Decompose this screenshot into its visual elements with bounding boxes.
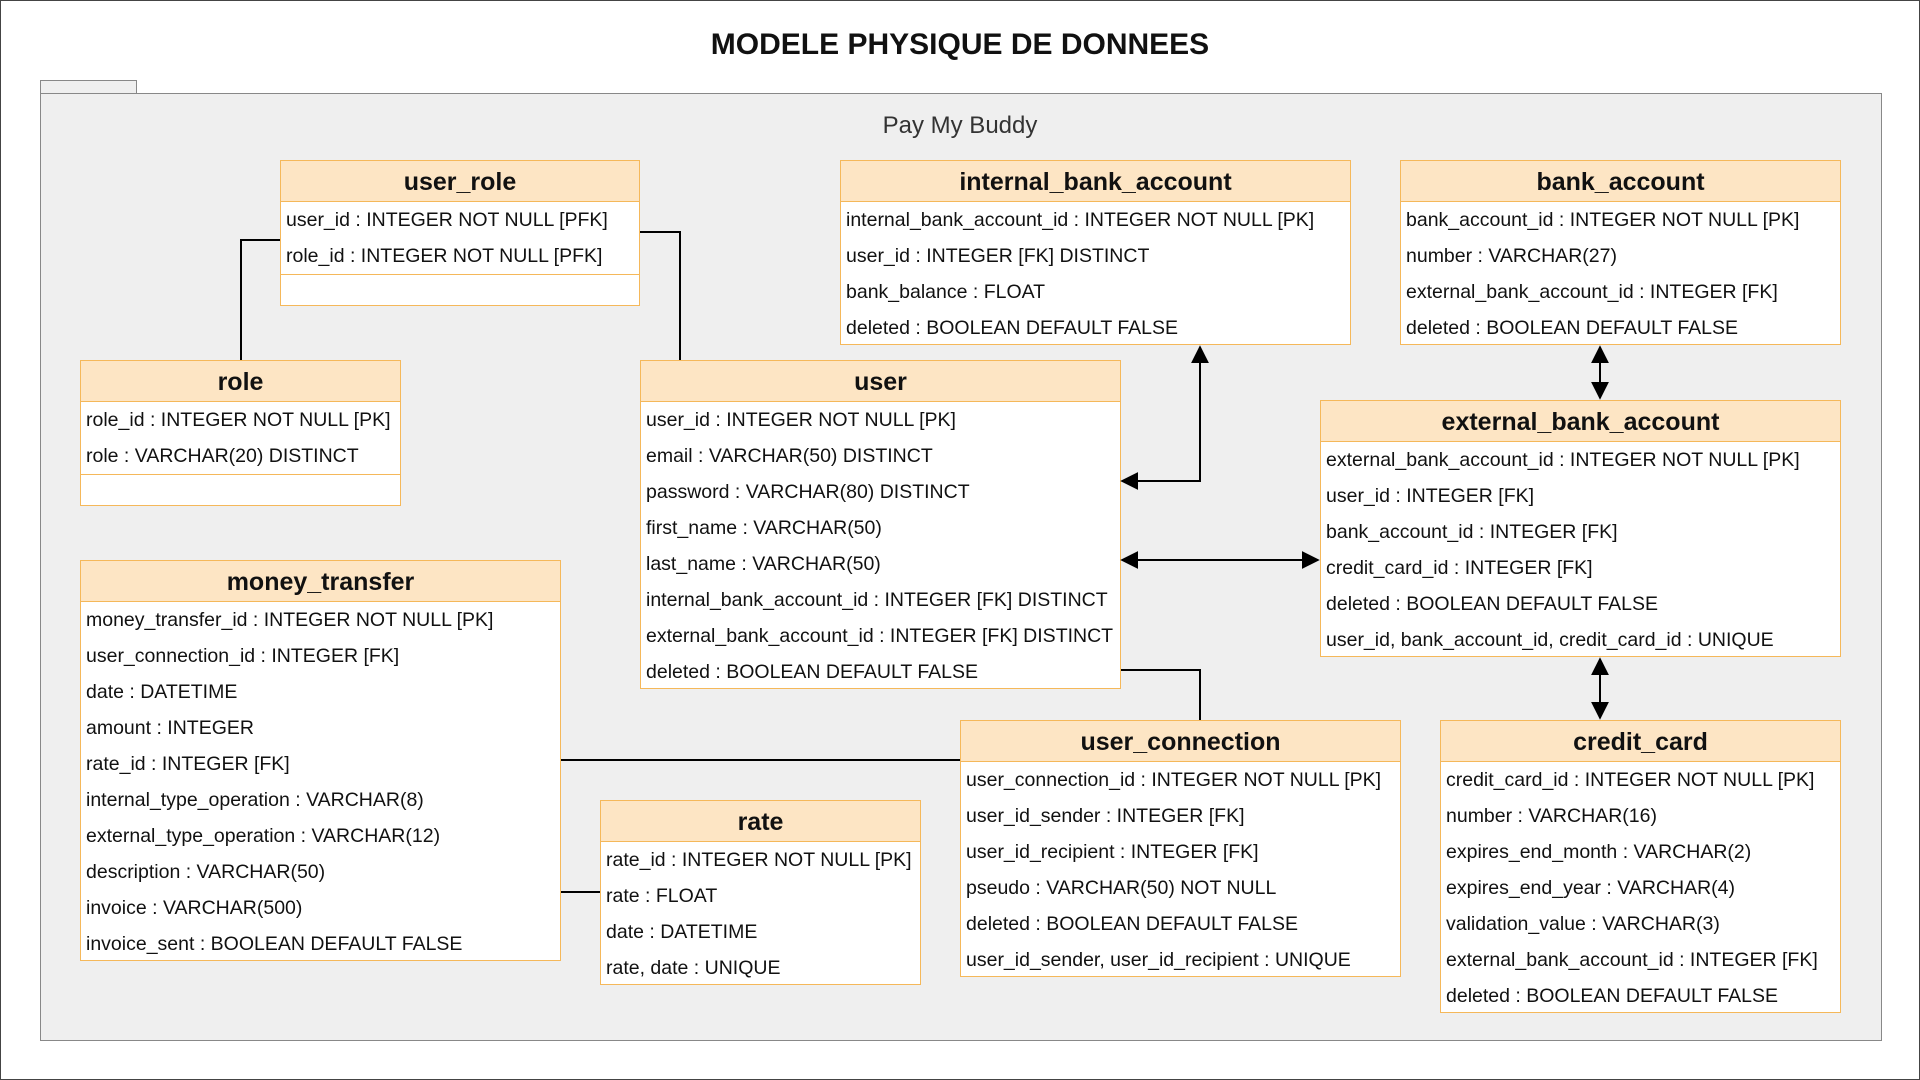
table-header: money_transfer [81,561,560,602]
table-field: rate_id : INTEGER [FK] [86,753,290,775]
table-field: deleted : BOOLEAN DEFAULT FALSE [646,661,979,683]
table-field: rate, date : UNIQUE [606,957,781,979]
table-field: number : VARCHAR(27) [1406,245,1617,267]
table-field: amount : INTEGER [86,717,254,739]
table-field: deleted : BOOLEAN DEFAULT FALSE [1446,985,1779,1007]
table-field: money_transfer_id : INTEGER NOT NULL [PK… [86,609,494,631]
table-field: bank_account_id : INTEGER [FK] [1326,521,1618,543]
table-field: user_id_sender : INTEGER [FK] [966,805,1245,827]
table-field: internal_bank_account_id : INTEGER [FK] … [646,589,1108,611]
table-money-transfer[interactable]: money_transfer money_transfer_id : INTEG… [80,560,561,961]
table-field: invoice : VARCHAR(500) [86,897,303,919]
table-field: first_name : VARCHAR(50) [646,517,882,539]
table-field: user_id_sender, user_id_recipient : UNIQ… [966,949,1351,971]
table-field: credit_card_id : INTEGER NOT NULL [PK] [1446,769,1815,791]
table-header: internal_bank_account [841,161,1350,202]
link-user-role-to-role [240,239,280,360]
table-field: last_name : VARCHAR(50) [646,553,881,575]
table-field: internal_bank_account_id : INTEGER NOT N… [846,209,1315,231]
table-field: user_id : INTEGER NOT NULL [PK] [646,409,956,431]
table-field: user_id : INTEGER [FK] [1326,485,1535,507]
package-name: Pay My Buddy [882,112,1038,139]
table-field: pseudo : VARCHAR(50) NOT NULL [966,877,1277,899]
table-header: rate [601,801,920,842]
table-field: external_type_operation : VARCHAR(12) [86,825,441,847]
table-field: rate_id : INTEGER NOT NULL [PK] [606,849,912,871]
table-field: number : VARCHAR(16) [1446,805,1657,827]
table-user-role[interactable]: user_role user_id : INTEGER NOT NULL [PF… [280,160,640,306]
table-field: validation_value : VARCHAR(3) [1446,913,1720,935]
table-header: credit_card [1441,721,1840,762]
table-separator [81,474,400,503]
table-credit-card[interactable]: credit_card credit_card_id : INTEGER NOT… [1440,720,1841,1013]
table-field: invoice_sent : BOOLEAN DEFAULT FALSE [86,933,463,955]
table-field: bank_balance : FLOAT [846,281,1046,303]
table-field: deleted : BOOLEAN DEFAULT FALSE [1406,317,1739,339]
table-separator [281,274,639,303]
table-header: role [81,361,400,402]
table-user-connection[interactable]: user_connection user_connection_id : INT… [960,720,1401,977]
table-field: expires_end_month : VARCHAR(2) [1446,841,1752,863]
table-field: external_bank_account_id : INTEGER [FK] [1446,949,1818,971]
table-header: bank_account [1401,161,1840,202]
table-header: user_role [281,161,639,202]
table-field: user_id_recipient : INTEGER [FK] [966,841,1259,863]
table-field: expires_end_year : VARCHAR(4) [1446,877,1736,899]
diagram-title: MODELE PHYSIQUE DE DONNEES [710,28,1210,61]
table-field: deleted : BOOLEAN DEFAULT FALSE [966,913,1299,935]
table-bank-account[interactable]: bank_account bank_account_id : INTEGER N… [1400,160,1841,345]
table-field: role_id : INTEGER NOT NULL [PFK] [286,245,603,267]
package-tab [40,80,137,94]
link-user-to-internal-bank-account [1120,345,1209,490]
table-field: rate : FLOAT [606,885,718,907]
table-external-bank-account[interactable]: external_bank_account external_bank_acco… [1320,400,1841,657]
table-internal-bank-account[interactable]: internal_bank_account internal_bank_acco… [840,160,1351,345]
link-user-role-to-user [640,231,681,360]
table-field: user_id : INTEGER [FK] DISTINCT [846,245,1150,267]
table-rate[interactable]: rate rate_id : INTEGER NOT NULL [PK] rat… [600,800,921,985]
table-field: internal_type_operation : VARCHAR(8) [86,789,424,811]
table-field: user_id, bank_account_id, credit_card_id… [1326,629,1774,651]
table-field: password : VARCHAR(80) DISTINCT [646,481,970,503]
table-field: deleted : BOOLEAN DEFAULT FALSE [846,317,1179,339]
table-field: external_bank_account_id : INTEGER [FK] … [646,625,1114,647]
table-field: user_connection_id : INTEGER [FK] [86,645,400,667]
table-user[interactable]: user user_id : INTEGER NOT NULL [PK] ema… [640,360,1121,689]
table-field: date : DATETIME [86,681,238,703]
table-field: role : VARCHAR(20) DISTINCT [86,445,359,467]
table-role[interactable]: role role_id : INTEGER NOT NULL [PK] rol… [80,360,401,506]
table-field: date : DATETIME [606,921,758,943]
table-field: bank_account_id : INTEGER NOT NULL [PK] [1406,209,1800,231]
table-field: external_bank_account_id : INTEGER NOT N… [1326,449,1800,471]
table-header: user_connection [961,721,1400,762]
table-field: external_bank_account_id : INTEGER [FK] [1406,281,1778,303]
table-field: email : VARCHAR(50) DISTINCT [646,445,933,467]
table-header: external_bank_account [1321,401,1840,442]
table-field: credit_card_id : INTEGER [FK] [1326,557,1593,579]
table-field: deleted : BOOLEAN DEFAULT FALSE [1326,593,1659,615]
table-field: description : VARCHAR(50) [86,861,326,883]
table-field: user_id : INTEGER NOT NULL [PFK] [286,209,608,231]
link-user-to-user-connection [1121,669,1201,720]
table-field: user_connection_id : INTEGER NOT NULL [P… [966,769,1382,791]
table-field: role_id : INTEGER NOT NULL [PK] [86,409,391,431]
table-header: user [641,361,1120,402]
